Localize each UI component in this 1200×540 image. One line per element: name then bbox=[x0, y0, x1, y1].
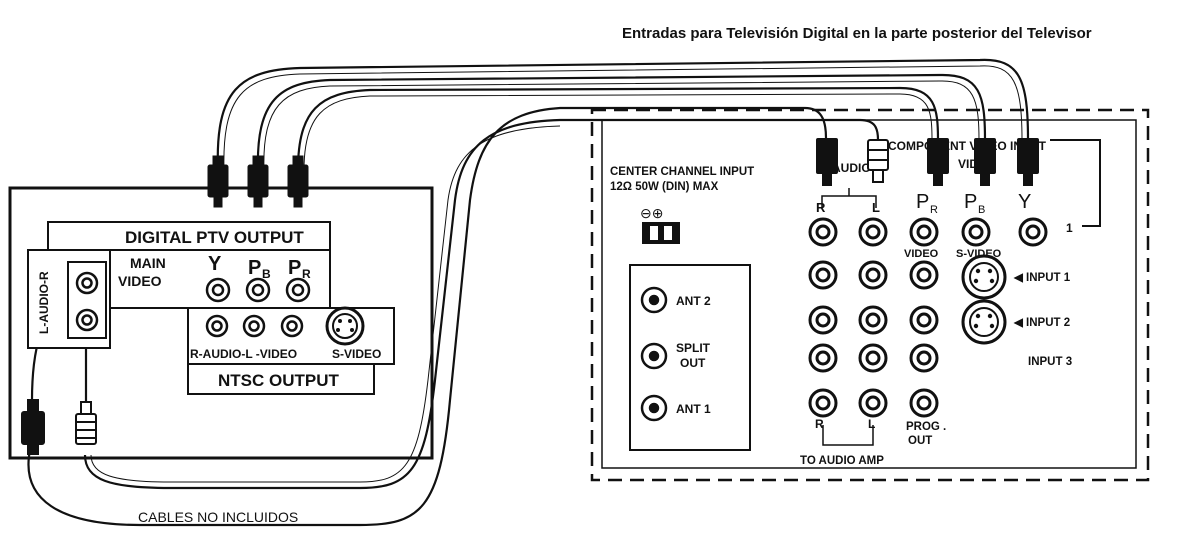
input1-label: ◀ INPUT 1 bbox=[1013, 272, 1071, 284]
tv-pb-label: P bbox=[964, 191, 977, 213]
tv-l-bottom-label: L bbox=[868, 417, 875, 431]
cable-pb-inner bbox=[263, 80, 980, 171]
ntsc-output-box bbox=[187, 363, 375, 395]
rx-pr-label: P bbox=[288, 257, 301, 279]
ntsc-jacks bbox=[205, 314, 304, 338]
input3-label: INPUT 3 bbox=[1028, 356, 1072, 368]
tv-l-top-label: L bbox=[872, 200, 880, 215]
rx-pb-label: P bbox=[248, 257, 261, 279]
prog-out-label: OUT bbox=[908, 435, 932, 447]
digital-output-box bbox=[47, 221, 331, 251]
tv-r-bottom-label: R bbox=[815, 417, 824, 431]
tv-plug-y bbox=[1017, 138, 1039, 186]
receiver-outline bbox=[8, 186, 434, 460]
tv-outline-inner bbox=[601, 119, 1137, 469]
svideo-jack-input2 bbox=[961, 299, 1007, 345]
center-channel-label-2: 12Ω 50W (DIN) MAX bbox=[610, 181, 719, 193]
cable-audio-right-inner bbox=[90, 125, 561, 483]
polarity-symbol: ⊖⊕ bbox=[640, 205, 663, 221]
plug-pr bbox=[287, 155, 309, 208]
rx-pr-sub: R bbox=[302, 267, 311, 281]
cable-pr bbox=[296, 86, 940, 171]
split-out-label: OUT bbox=[680, 356, 706, 370]
cable-y bbox=[216, 58, 1030, 171]
tv-y-label: Y bbox=[1018, 191, 1031, 213]
tv-panel: CENTER CHANNEL INPUT 12Ω 50W (DIN) MAX ⊖… bbox=[590, 108, 1150, 482]
receiver-unit: DIGITAL PTV OUTPUT MAIN VIDEO Y P B P R … bbox=[8, 186, 434, 460]
cables bbox=[27, 58, 1030, 527]
tv-jack-grid bbox=[808, 217, 1048, 418]
antenna-jacks bbox=[640, 286, 668, 422]
tv-outline-dashed bbox=[590, 108, 1150, 482]
rx-main-jacks bbox=[205, 277, 311, 303]
speaker-terminal-icon bbox=[642, 222, 680, 244]
tv-audio-label: AUDIO bbox=[832, 161, 871, 175]
plug-white-audio bbox=[75, 401, 97, 445]
input2-label: ◀ INPUT 2 bbox=[1013, 317, 1070, 329]
prog-label: PROG . bbox=[906, 421, 946, 433]
main-video-label-2: VIDEO bbox=[118, 273, 162, 289]
ant1-label: ANT 1 bbox=[676, 402, 711, 416]
ntsc-output-label: NTSC OUTPUT bbox=[218, 371, 340, 390]
main-video-label-1: MAIN bbox=[130, 255, 166, 271]
input-one-label: 1 bbox=[1066, 221, 1073, 235]
tv-pr-label: P bbox=[916, 191, 929, 213]
tv-plug-audio-black bbox=[816, 138, 838, 186]
rx-audio-jacks bbox=[75, 271, 99, 332]
svideo-jack-input1 bbox=[961, 254, 1007, 300]
to-audio-amp-label: TO AUDIO AMP bbox=[800, 455, 884, 467]
tv-pr-sub: R bbox=[930, 204, 938, 216]
diagram-title: Entradas para Televisión Digital en la p… bbox=[622, 25, 1092, 42]
tv-video-label: VIDEO bbox=[904, 248, 939, 260]
tv-plug-audio-white bbox=[867, 139, 889, 183]
cable-pr-inner bbox=[303, 93, 933, 171]
cables-note: CABLES NO INCLUIDOS bbox=[138, 509, 298, 525]
digital-output-label: DIGITAL PTV OUTPUT bbox=[125, 228, 304, 247]
cable-pb bbox=[256, 73, 987, 171]
component-bracket bbox=[1050, 139, 1101, 227]
tv-r-top-label: R bbox=[816, 200, 826, 215]
ant2-label: ANT 2 bbox=[676, 294, 711, 308]
ntsc-svideo-jack bbox=[325, 306, 365, 346]
rx-y-label: Y bbox=[208, 253, 222, 275]
split-label: SPLIT bbox=[676, 341, 711, 355]
tv-pb-sub: B bbox=[978, 204, 985, 216]
tv-plug-pb bbox=[974, 138, 996, 186]
tv-plug-pr bbox=[927, 138, 949, 186]
plug-black-audio bbox=[21, 399, 45, 455]
bottom-plugs bbox=[21, 399, 97, 455]
audio-amp-bracket bbox=[822, 425, 874, 446]
audio-vertical-label: L-AUDIO-R bbox=[37, 271, 51, 334]
center-channel-label-1: CENTER CHANNEL INPUT bbox=[610, 166, 754, 178]
plug-y bbox=[207, 155, 229, 208]
cable-y-inner bbox=[223, 65, 1023, 171]
cable-audio-left bbox=[27, 106, 828, 527]
ntsc-svideo-label: S-VIDEO bbox=[332, 347, 381, 361]
tv-plugs bbox=[816, 138, 1039, 186]
plug-pb bbox=[247, 155, 269, 208]
audio-bracket-top bbox=[821, 188, 877, 208]
rx-pb-sub: B bbox=[262, 267, 271, 281]
ntsc-row-label: R-AUDIO-L -VIDEO bbox=[190, 347, 297, 361]
top-plugs bbox=[207, 155, 309, 208]
